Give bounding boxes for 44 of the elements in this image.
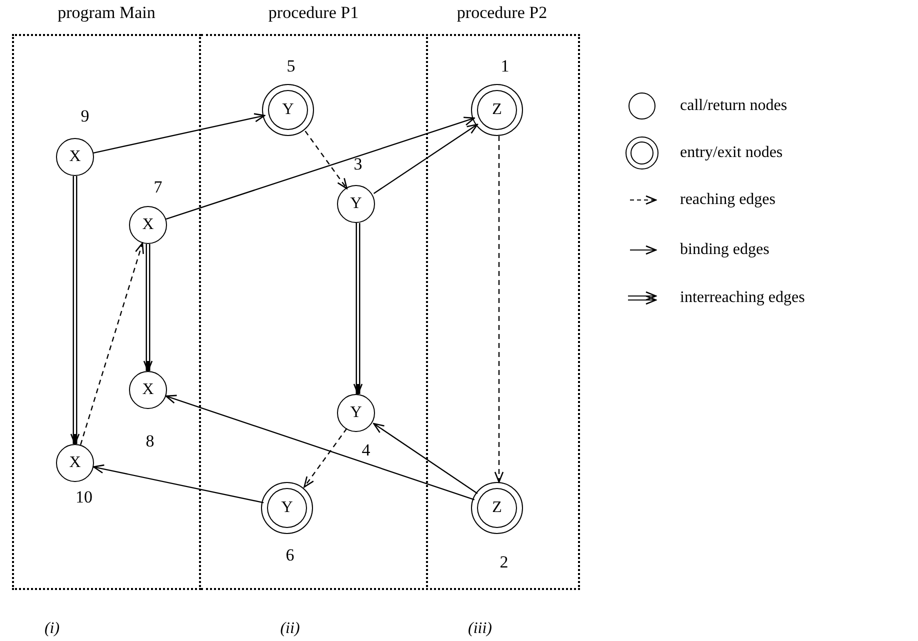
arrow [166,116,475,220]
legend-text: interreaching edges [680,290,805,306]
node-number: 8 [146,432,154,450]
node-number: 9 [80,108,90,124]
node-number: 4 [362,442,370,458]
node-number: 6 [286,546,294,564]
call-return-node: Y [337,185,375,223]
panel-caption: (i) [44,621,60,637]
panel-heading: program Main [58,4,156,21]
dashed-arrow [80,242,144,446]
call-return-node: Y [337,394,375,432]
panel-caption: (ii) [280,621,300,637]
call-return-node: X [56,138,94,176]
node-number: 5 [286,58,296,74]
call-return-node: X [129,371,167,409]
double-line-arrow [353,223,363,395]
legend-text: reaching edges [680,192,776,208]
entry-exit-node: Y [262,84,314,136]
call-return-node: X [56,444,94,482]
panel-heading: procedure P1 [268,4,359,21]
node-number: 1 [500,58,510,74]
panel-caption: (iii) [468,621,492,637]
double-line-arrow [143,244,153,372]
arrow [373,124,478,194]
call-return-node: X [129,206,167,244]
legend-text: entry/exit nodes [680,145,783,161]
arrow [93,113,266,154]
legend-text: call/return nodes [680,98,788,114]
node-number: 2 [500,554,508,570]
node-number: 7 [154,178,162,196]
entry-exit-node: Y [261,482,313,534]
dashed-arrow [304,130,348,190]
legend-text: binding edges [680,242,770,258]
arrow [373,422,478,494]
node-number: 3 [354,156,362,172]
double-line-arrow [70,176,80,445]
arrow [92,464,264,504]
dashed-arrow [304,428,348,488]
arrow [165,394,475,500]
entry-exit-node: Z [471,482,523,534]
panel-heading: procedure P2 [456,4,548,21]
dashed-arrow [494,136,504,483]
entry-exit-node: Z [471,84,523,136]
node-number: 10 [76,488,92,506]
